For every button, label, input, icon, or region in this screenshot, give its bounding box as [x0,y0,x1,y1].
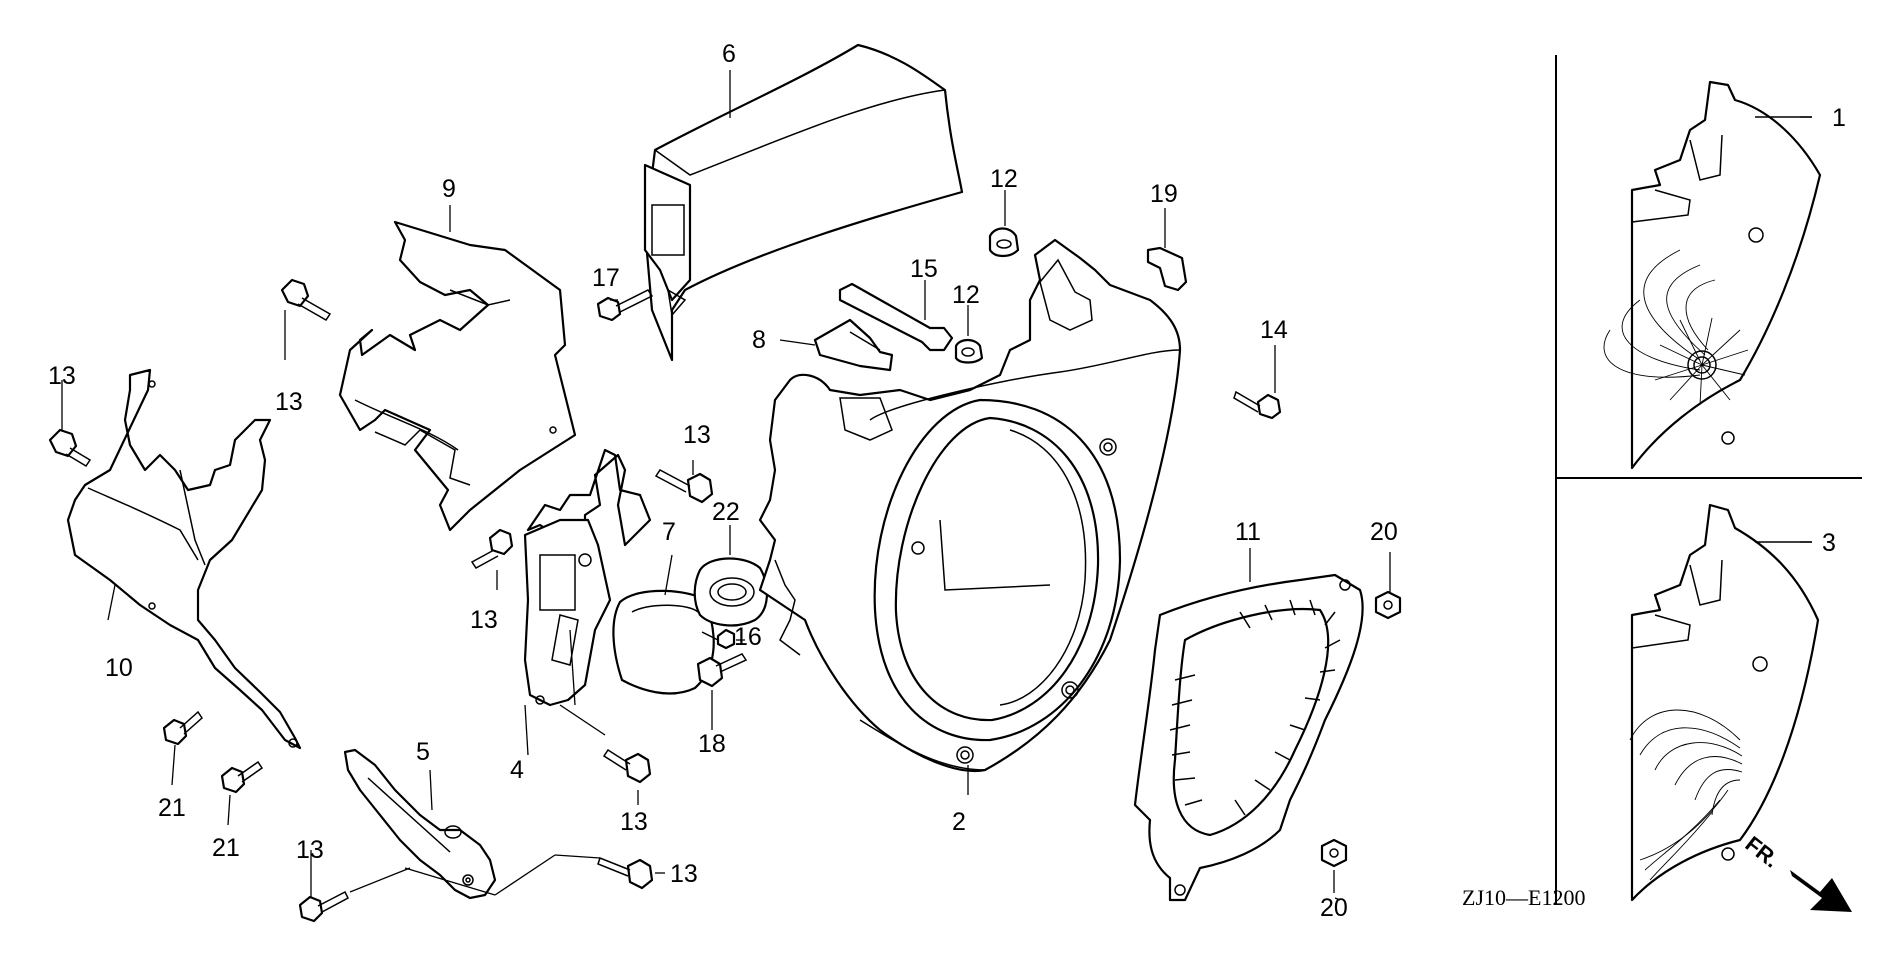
bolt-13-left [48,428,92,468]
part-6-top-shroud [643,43,964,362]
part-12-collar-lower [954,338,984,364]
front-arrow-label: FR. [1741,831,1784,873]
label-part-13-mid: 13 [470,606,498,634]
label-part-21-lower: 21 [212,834,240,862]
label-part-16: 16 [734,623,762,651]
label-part-13-bottom-left: 13 [296,836,324,864]
nut-20-lower [1320,838,1348,868]
label-part-22: 22 [712,498,740,526]
front-direction-arrow: FR. [1741,831,1852,912]
part-8-clip [813,318,894,372]
label-part-11: 11 [1235,518,1261,546]
part-15-long-bolt [838,282,954,352]
bolt-13-upper [280,278,332,321]
diagram-code: ZJ10—E1200 [1462,885,1585,910]
label-part-7: 7 [662,518,676,546]
leader-lines [61,70,1812,901]
bolt-21-lower [220,760,264,794]
nut-20-upper [1374,590,1402,620]
part-10-bracket [66,368,302,750]
label-part-13-bottom-right: 13 [670,860,698,888]
part-5-bracket [343,748,497,900]
label-part-18: 18 [698,730,726,758]
part-2-fan-cover [758,238,1182,772]
label-part-14: 14 [1260,316,1288,344]
part-12-collar-upper [988,227,1020,258]
bolt-17 [596,289,654,322]
label-part-10: 10 [105,654,133,682]
label-part-15: 15 [910,255,938,283]
part-19-clip-nut [1146,246,1188,292]
label-part-8: 8 [752,326,766,354]
label-part-9: 9 [442,175,456,203]
bolt-13-bottom-right [597,857,654,890]
bolt-13-mid [470,528,514,569]
callout-labels: 1 3 6 9 12 12 15 17 19 8 14 13 13 13 13 … [48,40,1846,922]
label-part-5: 5 [416,738,430,766]
label-part-12-upper: 12 [990,165,1018,193]
label-part-20-upper: 20 [1370,518,1398,546]
label-part-17: 17 [592,264,620,292]
bolt-18 [696,653,748,688]
label-part-13-left: 13 [48,362,76,390]
part-11-fan-guard [1133,573,1364,902]
part-7-cover-plate [612,589,715,695]
bolt-13-center [654,469,714,504]
inset-fan-cover-variant-1 [1603,80,1822,470]
part-22-grommet [693,557,768,627]
part-9-baffle [338,220,577,532]
label-part-12-lower: 12 [952,281,980,309]
label-part-13-upper: 13 [275,388,303,416]
bolt-14 [1233,390,1282,420]
screw-16 [701,628,736,650]
inset-fan-cover-variant-2 [1629,503,1820,902]
label-part-6: 6 [722,40,736,68]
part-4-baffle-plate [523,448,652,707]
label-part-1: 1 [1832,104,1846,132]
label-part-2: 2 [952,808,966,836]
label-part-19: 19 [1150,180,1178,208]
label-part-21-upper: 21 [158,794,186,822]
label-part-13-center: 13 [683,421,711,449]
bolt-21-upper [162,710,203,746]
label-part-4: 4 [510,756,524,784]
label-part-20-lower: 20 [1320,894,1348,922]
bolt-13-lower-center [602,748,652,784]
label-part-13-lower-center: 13 [620,808,648,836]
bolt-13-bottom-left [298,890,349,923]
label-part-3: 3 [1822,529,1836,557]
